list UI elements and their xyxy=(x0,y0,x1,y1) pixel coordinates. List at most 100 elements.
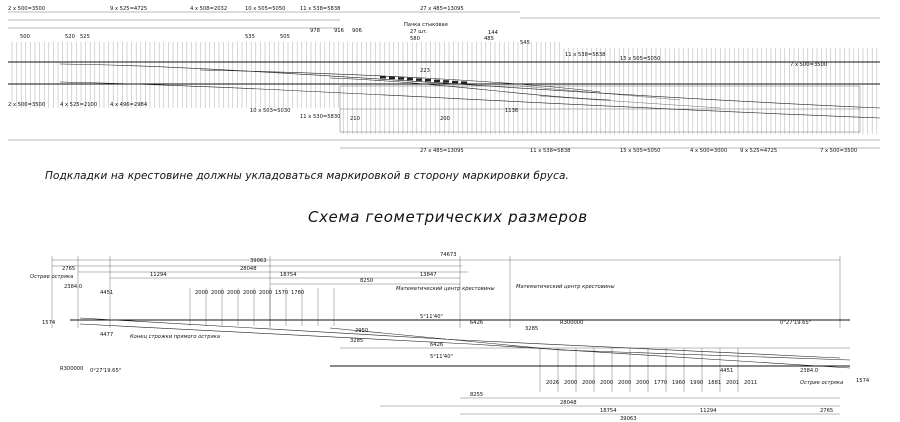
scheme-row-dim: 1881 xyxy=(708,380,721,386)
turnout-layout-drawing: 2 x 500=3500 9 x 525=4725 4 x 508=2032 10 x… xyxy=(8,6,881,154)
scheme-overall-dim: 39063 xyxy=(250,258,267,264)
scheme-row-dim: 2026 xyxy=(546,380,559,386)
scheme-inner-dim: 1570 xyxy=(275,290,288,296)
rail-joint-mark xyxy=(407,77,413,81)
top-dim-label: 27 x 485=13095 xyxy=(420,6,464,12)
scheme-overall-dim: 8250 xyxy=(360,278,373,284)
scheme-inner-dim: 3285 xyxy=(350,338,363,344)
scheme-overall-dim: 11294 xyxy=(150,272,167,278)
top-dim-label: 4 x 508=2032 xyxy=(190,6,227,12)
scheme-overall-dim: 2765 xyxy=(62,266,75,272)
scheme-diverging-rail-2 xyxy=(79,317,841,359)
bottom-dim-label: 9 x 525=4725 xyxy=(740,148,777,154)
scheme-row-dim: 2000 xyxy=(618,380,631,386)
scheme-label-heel-left: Конец строжки прямого остряка xyxy=(130,334,220,340)
scheme-overall-dim: 74673 xyxy=(440,252,457,258)
top-dim-label: 2 x 500=3500 xyxy=(8,6,45,12)
scheme-closure-rail xyxy=(329,327,851,361)
bottom-dim-label: 27 x 485=13095 xyxy=(420,148,464,154)
rail-joint-mark xyxy=(461,81,467,84)
rail-joint-mark xyxy=(380,76,386,79)
scheme-row-dim: 1960 xyxy=(672,380,685,386)
scheme-row-dim: 2000 xyxy=(564,380,577,386)
scheme-inner-dim: 6426 xyxy=(470,320,483,326)
small-dim-label: 916 xyxy=(334,28,344,34)
small-dim-label: 520 xyxy=(65,34,75,40)
top-dim-label: 10 x 505=5050 xyxy=(245,6,285,12)
bottom-dim-label: 4 x 525=2100 xyxy=(60,102,97,108)
scheme-overall-dim: 28048 xyxy=(240,266,257,272)
rail-joint-mark xyxy=(416,78,422,81)
scheme-labels: 74673 39063 28048 18754 13847 11294 8250 2765 23… xyxy=(30,252,870,422)
scheme-angle: 5°11'40" xyxy=(430,354,453,360)
schema-title: Схема геометрических размеров xyxy=(308,208,588,226)
rail-joint-mark xyxy=(434,79,440,83)
small-dim-label: 210 xyxy=(350,116,360,122)
top-dim-label: 11 x 538=5838 xyxy=(565,52,605,58)
small-dim-label: 580 xyxy=(410,36,420,42)
scheme-bottom-dim: 39063 xyxy=(620,416,637,422)
scheme-bottom-dim: 11294 xyxy=(700,408,717,414)
rail-joint-mark xyxy=(425,79,431,82)
bottom-dim-label: 15 x 505=5050 xyxy=(620,148,660,154)
scheme-overall-dim: 1574 xyxy=(42,320,56,326)
scheme-bottom-dim: 28048 xyxy=(560,400,577,406)
scheme-row-dim: 2001 xyxy=(726,380,739,386)
scheme-inner-dim: 3285 xyxy=(525,326,538,332)
scheme-overall-dim: 13847 xyxy=(420,272,437,278)
top-dim-label: 15 x 505=5050 xyxy=(620,56,660,62)
scheme-row-dim: 2000 xyxy=(600,380,613,386)
scheme-label-tip-left: Острие остряка xyxy=(30,274,73,280)
bottom-dim-label: 2 x 500=3500 xyxy=(8,102,45,108)
scheme-overall-dim: 18754 xyxy=(280,272,297,278)
scheme-bottom-dim: 2384.0 xyxy=(800,368,818,374)
scheme-bottom-dim: 18754 xyxy=(600,408,617,414)
scheme-row-dim: 1990 xyxy=(690,380,703,386)
bottom-dim-label: 4 x 496=2984 xyxy=(110,102,148,108)
scheme-bottom-dim: 4451 xyxy=(720,368,733,374)
rail-diverging-2 xyxy=(59,81,881,119)
scheme-angle: 0°27'19.65" xyxy=(90,368,121,374)
small-dim-label: 200 xyxy=(440,116,450,122)
scheme-row-dim: 2000 xyxy=(636,380,649,386)
scheme-overall-dim: 2384.0 xyxy=(64,284,82,290)
scheme-radius: R300000 xyxy=(560,320,583,326)
small-dim-label: 535 xyxy=(245,34,255,40)
scheme-inner-dim: 2000 xyxy=(211,290,224,296)
scheme-row-dim: 2000 xyxy=(582,380,595,386)
bottom-dim-label: 11 x 538=5838 xyxy=(530,148,570,154)
rail-closure-2 xyxy=(329,77,611,101)
scheme-inner-dim: 2000 xyxy=(195,290,208,296)
scheme-bottom-dim: 8255 xyxy=(470,392,483,398)
rail-joint-mark xyxy=(398,77,404,80)
small-dim-label: 978 xyxy=(310,28,320,34)
small-dim-label: 525 xyxy=(80,34,90,40)
scheme-radius: R300000 xyxy=(60,366,83,372)
small-dim-label: 223 xyxy=(420,68,430,74)
small-dim-label: 505 xyxy=(280,34,290,40)
rail-joint-mark xyxy=(452,80,458,84)
small-dim-label: 1136 xyxy=(505,108,518,114)
small-dim-label: 906 xyxy=(352,28,362,34)
scheme-overall-dim: 4451 xyxy=(100,290,113,296)
frog-guard-2 xyxy=(539,95,721,109)
scheme-inner-dim: 2000 xyxy=(227,290,240,296)
small-dim-label: 485 xyxy=(484,36,494,42)
scheme-diverging-rail-1 xyxy=(79,323,851,369)
scheme-label-center-top: Математический центр крестовины xyxy=(396,286,495,292)
scheme-angle: 0°27'19.65" xyxy=(780,320,811,326)
geometry-scheme-drawing: 74673 39063 28048 18754 13847 11294 8250 2765 23… xyxy=(30,252,870,422)
bottom-dim-label: 11 x 530=5830 xyxy=(300,114,340,120)
bottom-dim-label: 4 x 500=3000 xyxy=(690,148,727,154)
scheme-inner-dim: 6426 xyxy=(430,342,443,348)
scheme-label-center-right: Математический центр крестовины xyxy=(516,284,615,290)
scheme-bottom-dim: 2765 xyxy=(820,408,833,414)
sleeper-bundle-label: Пачка стыковая xyxy=(404,22,448,28)
scheme-row-dim: 2011 xyxy=(744,380,757,386)
scheme-inner-dim: 2000 xyxy=(259,290,272,296)
top-dim-label: 9 x 525=4725 xyxy=(110,6,147,12)
scheme-overall-dim: 4477 xyxy=(100,332,113,338)
scheme-inner-dim: 1780 xyxy=(291,290,304,296)
